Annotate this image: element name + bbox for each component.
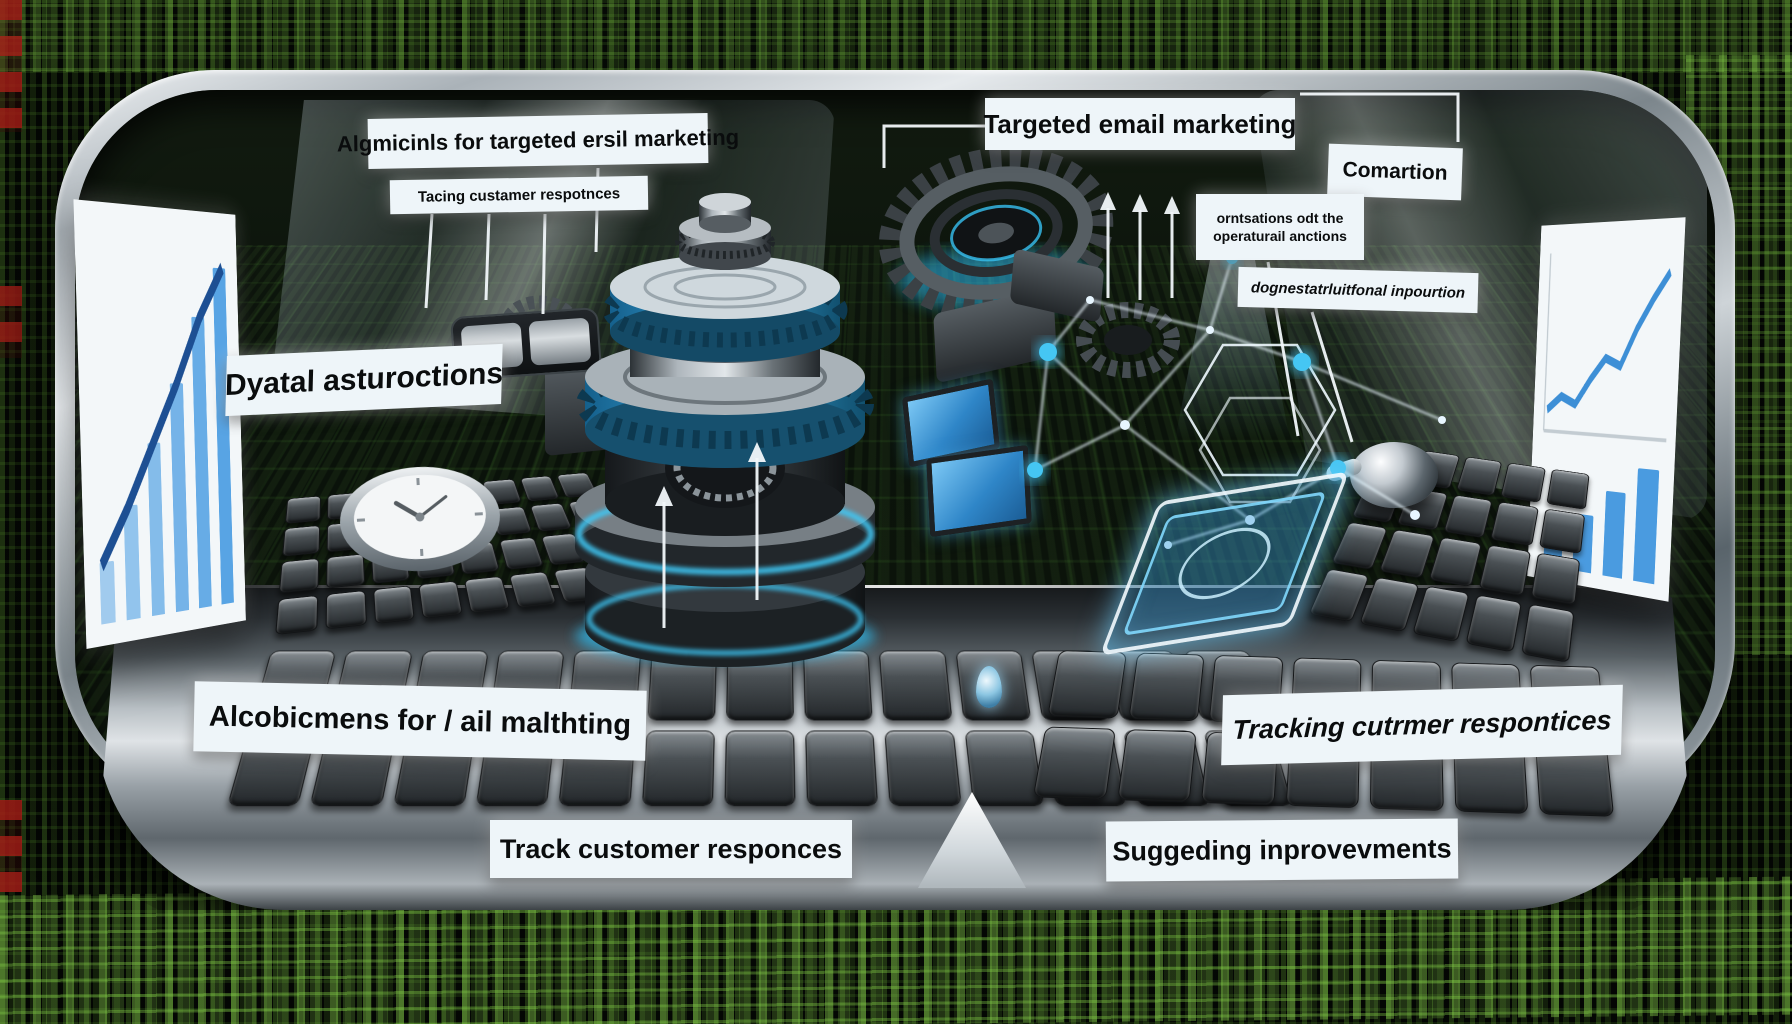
matrix-code-rows-top <box>0 0 1792 72</box>
keyboard-key <box>805 730 879 807</box>
keyboard-key <box>1538 508 1586 554</box>
label-algorithms-bottom: Alcobicmens for / ail malthting <box>193 681 647 761</box>
red-code-mark <box>0 0 22 132</box>
keyboard-key <box>519 475 561 502</box>
bar-chart-panel <box>73 199 246 649</box>
label-tracking-top: Tacing custamer respotnces <box>389 175 649 215</box>
keyboard-key <box>372 585 416 625</box>
keyboard-key <box>1478 544 1531 596</box>
keyboard-key <box>275 595 319 636</box>
keyboard-key <box>1530 552 1581 605</box>
keyboard-key <box>1520 603 1575 663</box>
keyboard-key <box>463 575 511 614</box>
keyboard-key <box>1490 501 1539 546</box>
label-suggesting-improvements: Suggeding inprovevments <box>1105 818 1459 882</box>
label-tracking-bottom: Tracking cutrmer respontices <box>1221 684 1623 766</box>
keyboard-key <box>278 558 320 594</box>
label-targeted-email-marketing: Targeted email marketing <box>983 98 1297 150</box>
analog-clock <box>340 466 500 572</box>
keyboard-key <box>325 590 367 630</box>
turbine-machine <box>575 193 875 667</box>
operations-note-line2: operaturail anctions <box>1213 228 1347 244</box>
keyboard-key <box>285 495 321 524</box>
red-code-mark <box>0 800 22 892</box>
label-algorithms-top: Algmicinls for targeted ersil marketing <box>337 113 739 169</box>
keyboard-key <box>418 580 464 619</box>
keyboard-key <box>724 730 796 807</box>
keyboard-key <box>508 571 557 609</box>
label-comartion: Comartion <box>1327 143 1463 201</box>
bar-chart-trend-line <box>73 199 245 649</box>
keyboard-key <box>641 730 715 807</box>
label-improvement-note: dognestatrluitfonal inpourtion <box>1237 266 1479 314</box>
label-digital-instructions: Dyatal asturoctions <box>225 343 504 417</box>
keyboard-key <box>1546 468 1590 510</box>
operations-note-line1: orntsations odt the <box>1216 209 1344 226</box>
keyboard-key <box>884 730 962 807</box>
keyboard-key <box>1500 462 1546 503</box>
keyboard-key <box>1116 728 1197 803</box>
label-track-customer-responses: Track customer responces <box>490 820 852 878</box>
red-code-mark <box>0 286 22 358</box>
chrome-sphere <box>1350 442 1438 508</box>
keyboard-key <box>1032 726 1116 800</box>
keyboard-key <box>282 525 320 557</box>
keyboard-key <box>879 650 953 720</box>
bar <box>1602 490 1626 579</box>
water-drop <box>976 666 1002 708</box>
label-operations-note: orntsations odt the operaturail anctions <box>1196 194 1364 260</box>
